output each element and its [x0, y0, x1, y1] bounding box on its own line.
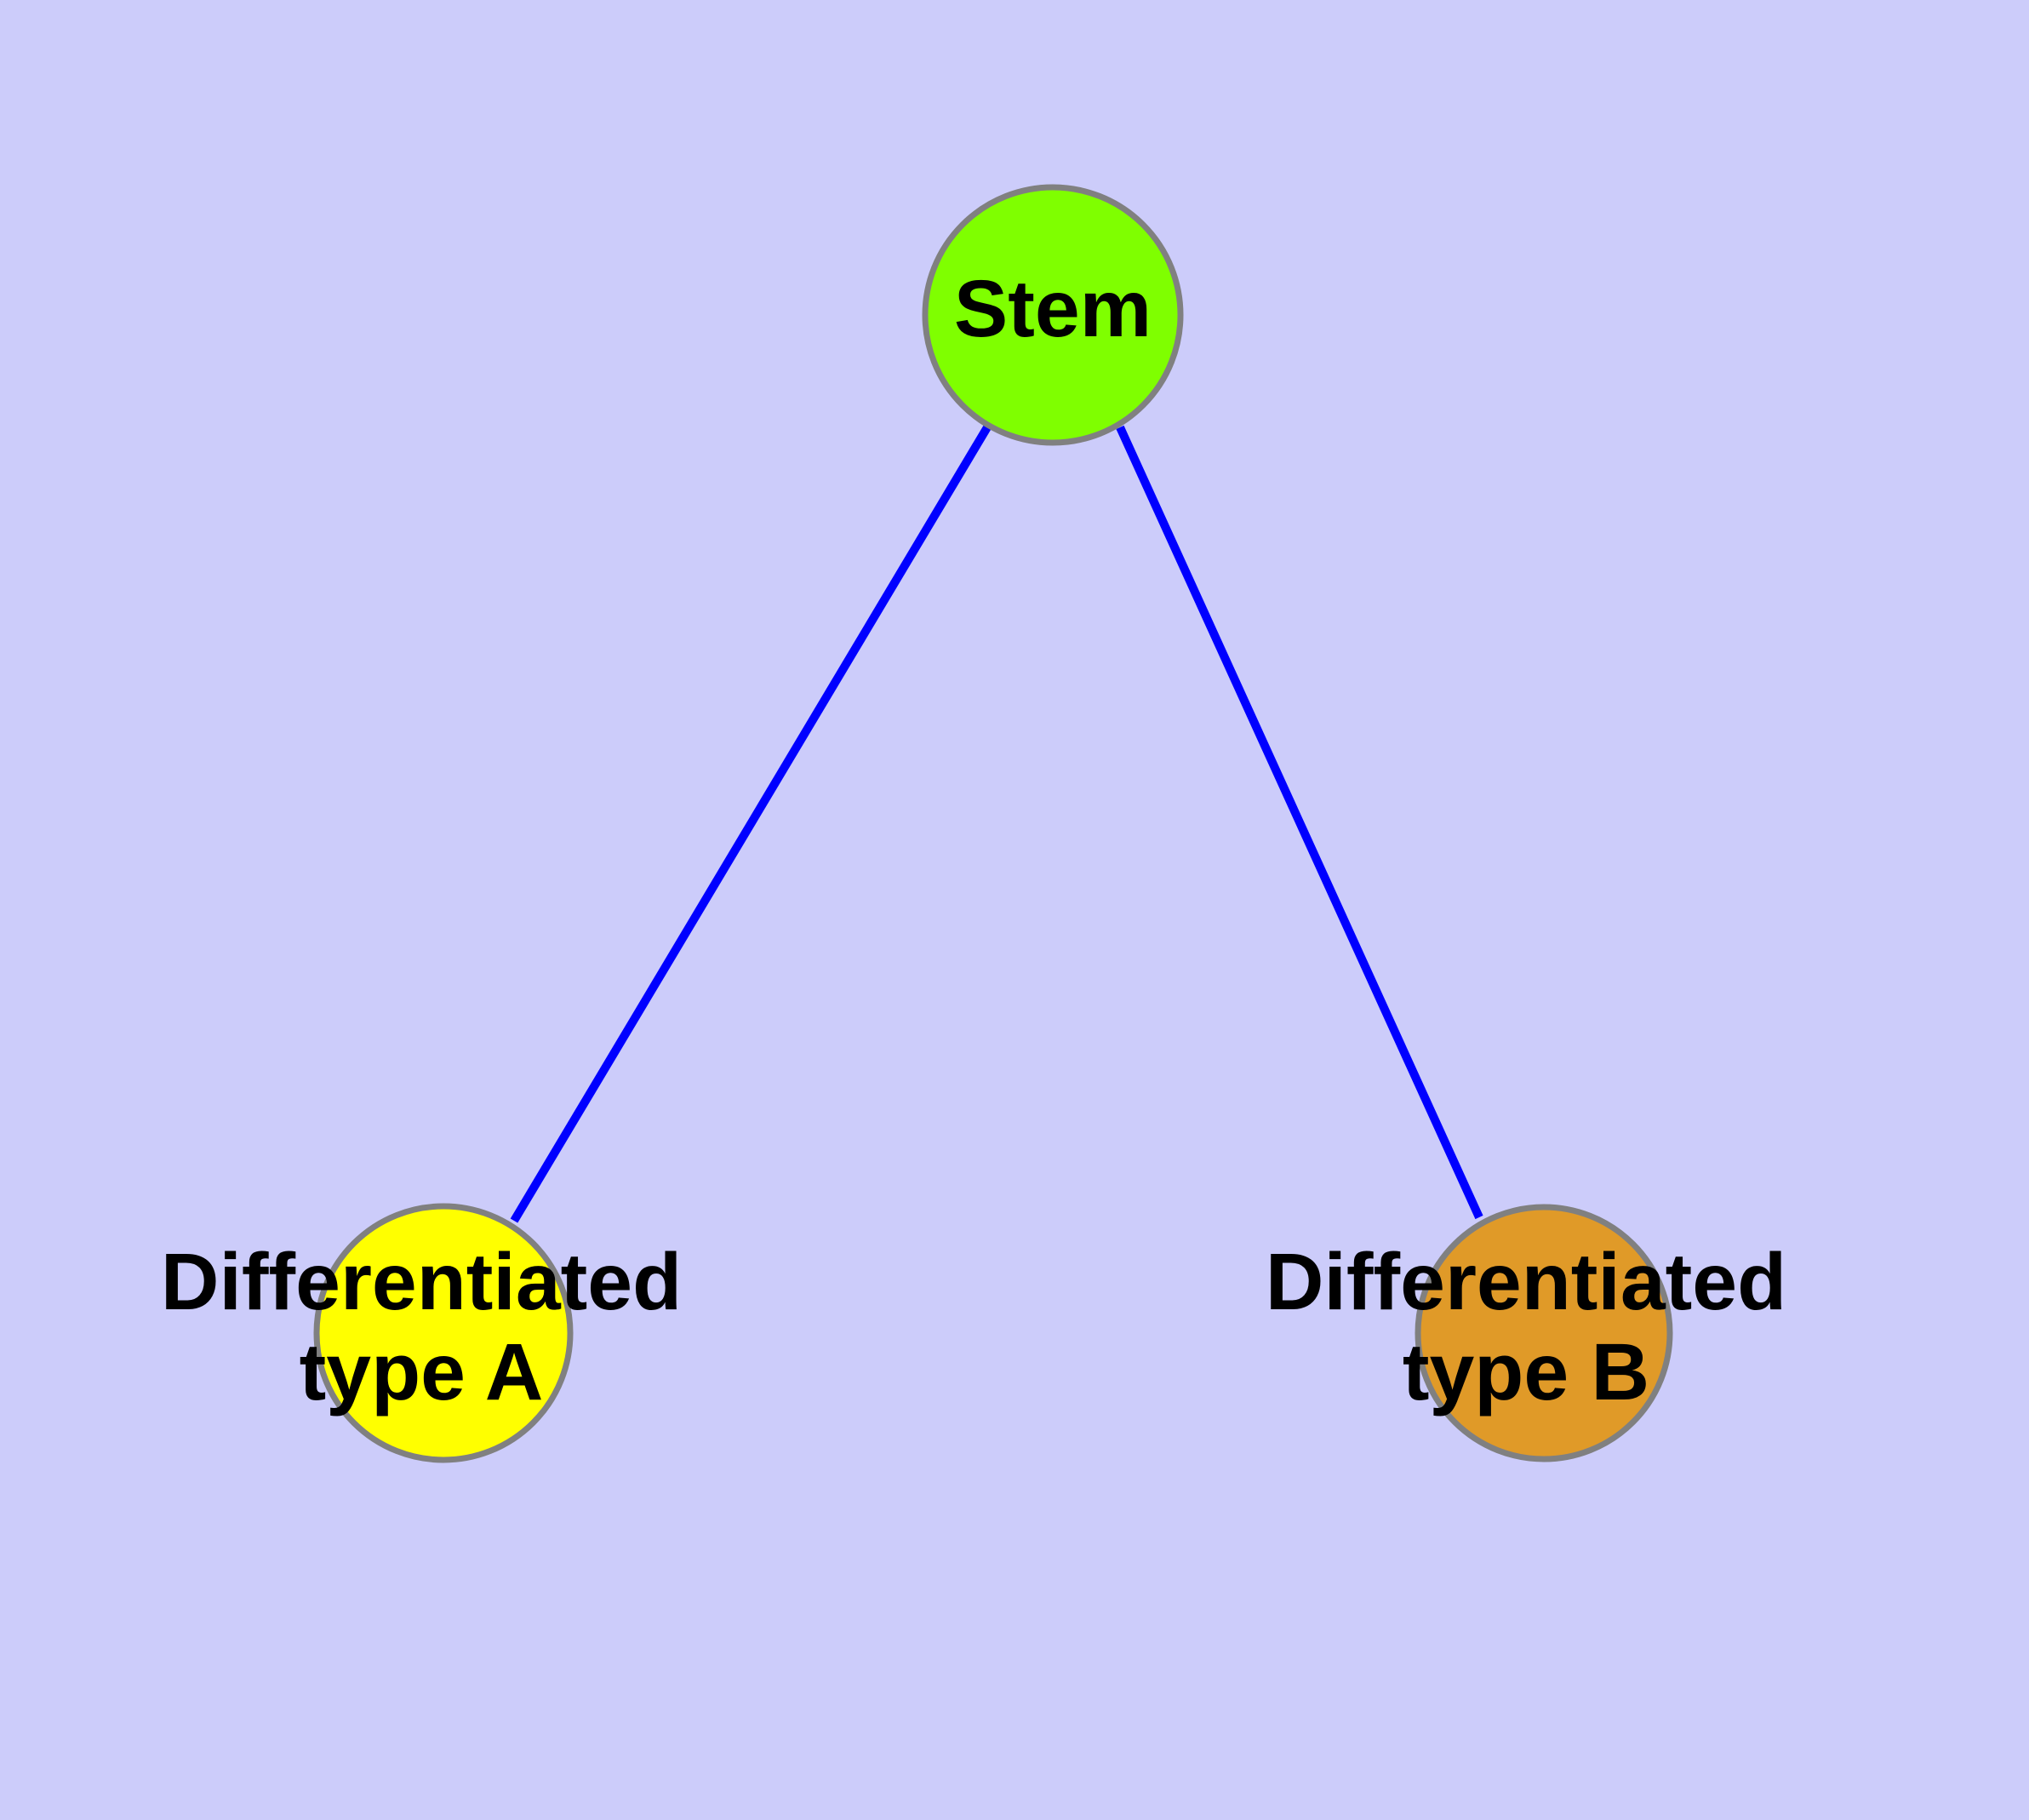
- node-differentiated-type-b[interactable]: [1415, 1204, 1673, 1462]
- nodes-layer: [313, 184, 1673, 1463]
- node-label-stem: Stem: [954, 264, 1152, 354]
- node-label-line: type B: [1403, 1327, 1649, 1417]
- node-label-line: Differentiated: [1266, 1237, 1786, 1327]
- node-label-line: Stem: [954, 264, 1152, 354]
- edges-layer: [510, 425, 1483, 1223]
- edge-stem-to-type-b: [1116, 425, 1483, 1220]
- edge-stem-to-type-a: [510, 425, 992, 1223]
- node-differentiated-type-a[interactable]: [313, 1203, 574, 1463]
- node-label-line: type A: [300, 1327, 544, 1417]
- node-label-line: Differentiated: [161, 1237, 682, 1327]
- node-stem[interactable]: [922, 184, 1184, 446]
